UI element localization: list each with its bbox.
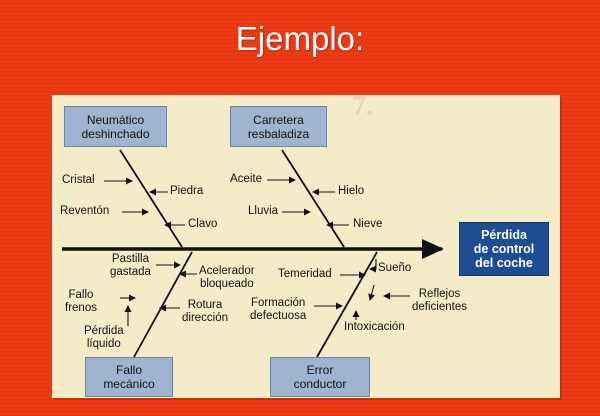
cause-reventon: Reventón (60, 205, 110, 217)
cause-aceite: Aceite (230, 173, 262, 185)
bone-road (281, 149, 345, 248)
cause-formacion-line1: Formación (250, 297, 306, 309)
cause-rotura-line1: Rotura (187, 299, 223, 311)
category-box-tires: Neumático deshinchado (64, 106, 167, 147)
effect-label-line2: de control (473, 242, 535, 256)
effect-box: Pérdida de control del coche (459, 222, 549, 276)
cause-acelerador-line1: Acelerador (199, 265, 255, 277)
category-label-line2: deshinchado (81, 126, 150, 141)
cause-reflejos-line2: deficientes (412, 301, 467, 313)
cause-rotura-line2: dirección (182, 312, 229, 324)
cause-clavo: Clavo (188, 218, 218, 230)
cause-intoxicacion: Intoxicación (344, 321, 405, 333)
cause-reflejos-line1: Reflejos (418, 288, 461, 300)
cause-cristal: Cristal (62, 174, 95, 186)
category-label-line1: Carretera (253, 112, 304, 127)
cause-fallo-frenos: Fallo frenos (65, 289, 97, 315)
cause-piedra: Piedra (170, 185, 204, 197)
cause-perdida-liquido-line2: líquido (86, 338, 121, 350)
arrow-reflejos-tick (368, 284, 375, 301)
cause-pastilla-line2: gastada (110, 266, 151, 278)
cause-lluvia: Lluvia (248, 205, 279, 217)
cause-rotura: Rotura dirección (182, 299, 228, 325)
category-label-line2: resbaladiza (247, 126, 310, 141)
cause-nieve: Nieve (353, 218, 383, 230)
category-label-line2: conductor (293, 377, 347, 391)
category-box-mechanical: Fallo mecánico (85, 357, 173, 397)
category-box-driver: Error conductor (270, 357, 370, 397)
cause-pastilla: Pastilla gastada (110, 253, 151, 279)
bone-driver (316, 251, 378, 358)
cause-perdida-liquido-line1: Pérdida (84, 325, 124, 337)
category-label-line2: mecánico (103, 377, 155, 391)
category-label-line1: Neumático (86, 112, 145, 127)
cause-fallo-frenos-line1: Fallo (68, 289, 94, 301)
cause-pastilla-line1: Pastilla (111, 253, 149, 265)
fishbone-diagram: 7. (52, 95, 560, 398)
cause-fallo-frenos-line2: frenos (65, 302, 97, 314)
cause-acelerador: Acelerador bloqueado (199, 265, 255, 291)
effect-label-line3: del coche (475, 256, 533, 270)
fishbone-lines (62, 149, 444, 358)
cause-reflejos: Reflejos deficientes (412, 288, 467, 314)
slide-title: Ejemplo: (235, 20, 365, 57)
cause-sueno: Sueño (378, 262, 412, 274)
cause-hielo: Hielo (338, 185, 365, 197)
category-box-road: Carretera resbaladiza (230, 106, 327, 147)
effect-label-line1: Pérdida (481, 228, 527, 242)
category-label-line1: Fallo (115, 363, 142, 377)
cause-acelerador-line2: bloqueado (199, 278, 254, 290)
background-watermark: 7. (352, 95, 373, 122)
category-label-line1: Error (306, 363, 334, 377)
cause-temeridad: Temeridad (278, 268, 332, 280)
cause-formacion: Formación defectuosa (250, 297, 306, 323)
cause-perdida-liquido: Pérdida líquido (84, 325, 124, 351)
cause-formacion-line2: defectuosa (250, 310, 307, 322)
bone-tires (119, 149, 183, 248)
